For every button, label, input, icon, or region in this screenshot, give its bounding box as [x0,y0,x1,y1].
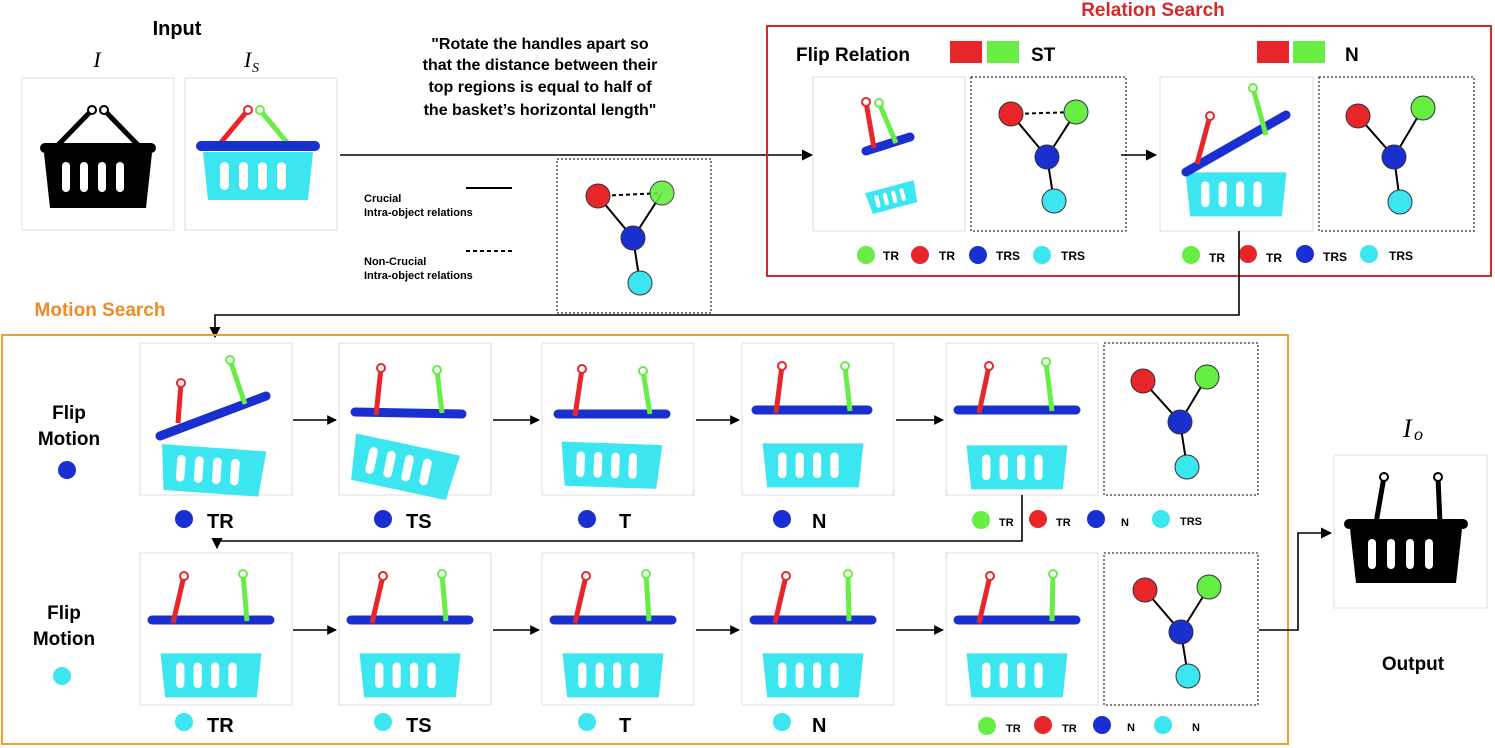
relation-legend-1: TR TR TRS TRS [857,246,1085,264]
svg-text:the basket’s horizontal length: the basket’s horizontal length" [424,102,657,119]
motion-search-box [1,334,1289,745]
label-i: I [92,47,102,72]
motion-row2-image-2 [338,552,492,706]
svg-text:N: N [812,511,826,533]
svg-text:"Rotate the handles apart so: "Rotate the handles apart so [431,36,649,53]
motion-row1-image-4 [741,342,895,496]
svg-text:I: I [1402,414,1413,443]
relation-graph-1 [970,76,1127,232]
label-io: I o [1402,414,1423,444]
motion-search-title: Motion Search [35,300,166,321]
svg-text:I: I [243,47,253,72]
flip-relation-label: Flip Relation [796,45,910,66]
svg-text:TRS: TRS [996,249,1020,263]
motion-row2-label: Flip Motion [33,603,95,685]
svg-text:TR: TR [1062,723,1077,735]
relation-legend: Crucial Intra-object relations Non-Cruci… [364,187,512,282]
instruction-text: "Rotate the handles apart so that the di… [423,36,658,119]
motion-row1-image-1 [139,342,293,497]
motion-row1-graph [1103,342,1259,496]
motion-row1-steps: TR TS T N [175,510,826,533]
input-image-black-basket [21,77,175,231]
motion-row2-image-1 [139,552,293,706]
svg-text:N: N [812,715,826,737]
svg-text:T: T [619,715,631,737]
input-relation-graph [556,158,712,314]
svg-text:N: N [1192,722,1200,734]
svg-text:TR: TR [883,249,899,263]
motion-row2-legend: TR TR N N [978,716,1200,735]
svg-text:TRS: TRS [1180,516,1202,528]
svg-text:Motion: Motion [33,629,95,650]
svg-text:TRS: TRS [1061,249,1085,263]
motion-row1-image-3 [541,342,695,496]
relation-image-2 [1159,76,1314,232]
svg-text:that the distance between thei: that the distance between their [423,57,658,74]
relation-image-1 [812,76,966,232]
svg-text:TR: TR [1266,251,1282,265]
svg-text:TR: TR [999,517,1014,529]
svg-text:Non-Crucial: Non-Crucial [364,256,426,268]
svg-text:TS: TS [406,715,432,737]
state-label-2: N [1345,45,1359,66]
svg-text:top regions is equal to half o: top regions is equal to half of [428,79,652,96]
arrow-row1-to-row2 [211,495,1023,550]
output-image-black-basket [1333,454,1488,609]
svg-text:Crucial: Crucial [364,193,401,205]
state-swatch-2 [1257,41,1325,63]
motion-row1-image-2 [338,342,492,501]
svg-text:TR: TR [1056,517,1071,529]
motion-row2-image-3 [541,552,695,706]
input-heading: Input [153,18,202,40]
motion-row1-image-5 [945,342,1099,496]
svg-text:TR: TR [939,249,955,263]
motion-row2-graph [1103,552,1259,706]
state-swatch-1 [950,41,1019,63]
svg-text:o: o [1414,424,1423,444]
svg-text:Flip: Flip [52,403,86,424]
relation-legend-2: TR TR TRS TRS [1182,245,1413,265]
svg-text:TR: TR [1006,723,1021,735]
relation-graph-2 [1318,76,1475,232]
motion-row1-legend: TR TR N TRS [972,510,1202,529]
arrow-relation-to-motion [209,231,1240,339]
svg-text:TRS: TRS [1389,249,1413,263]
motion-row2-image-5 [945,552,1099,706]
svg-text:Intra-object relations: Intra-object relations [364,270,473,282]
relation-search-title: Relation Search [1081,0,1225,21]
relation-search-box [766,25,1492,277]
motion-row1-label: Flip Motion [38,403,100,479]
svg-text:N: N [1127,722,1135,734]
svg-text:TRS: TRS [1323,250,1347,264]
svg-text:TR: TR [1209,251,1225,265]
svg-text:N: N [1121,517,1129,529]
svg-text:Intra-object relations: Intra-object relations [364,207,473,219]
label-is: I S [243,47,259,76]
state-label-1: ST [1031,45,1056,66]
motion-row2-steps: TR TS T N [175,713,826,737]
svg-text:TR: TR [207,715,234,737]
svg-text:TS: TS [406,511,432,533]
svg-text:TR: TR [207,511,234,533]
arrow-motion-to-output [1259,527,1333,631]
input-image-segmented-basket [184,77,338,231]
svg-text:Flip: Flip [47,603,81,624]
output-heading: Output [1382,654,1445,675]
motion-row2-image-4 [741,552,895,706]
svg-text:S: S [252,61,259,76]
svg-text:Motion: Motion [38,429,100,450]
svg-text:T: T [619,511,631,533]
